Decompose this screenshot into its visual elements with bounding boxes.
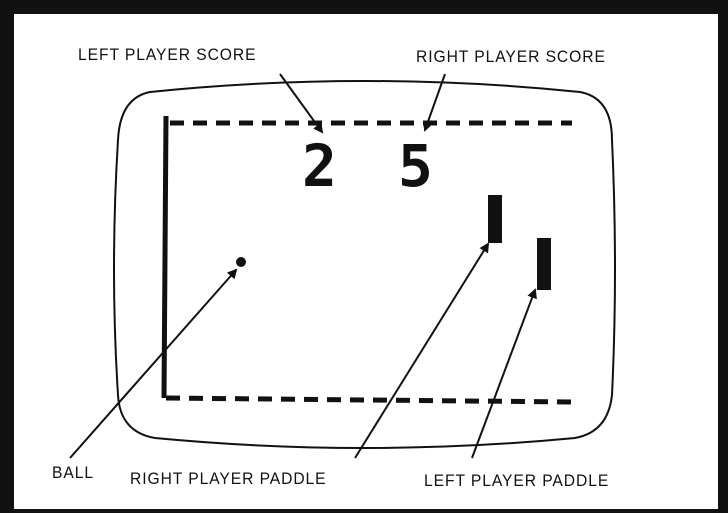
right-score-digit: 5 (398, 132, 433, 200)
ball-label: BALL (52, 464, 94, 481)
right-paddle-arrow (355, 244, 488, 458)
left-player-score-label: LEFT PLAYER SCORE (78, 46, 256, 63)
ball (236, 257, 246, 267)
left-paddle-arrow (472, 290, 535, 458)
right-player-paddle-label: RIGHT PLAYER PADDLE (130, 470, 327, 487)
bottom-wall-dashed-line (166, 398, 572, 402)
left-player-paddle-label: LEFT PLAYER PADDLE (424, 472, 609, 489)
right-player-score-label: RIGHT PLAYER SCORE (416, 48, 606, 65)
left-wall (164, 116, 166, 398)
left-score-digit: 2 (302, 132, 337, 200)
ball-arrow (70, 270, 236, 458)
left-player-paddle (537, 238, 551, 290)
right-player-paddle (488, 195, 502, 243)
